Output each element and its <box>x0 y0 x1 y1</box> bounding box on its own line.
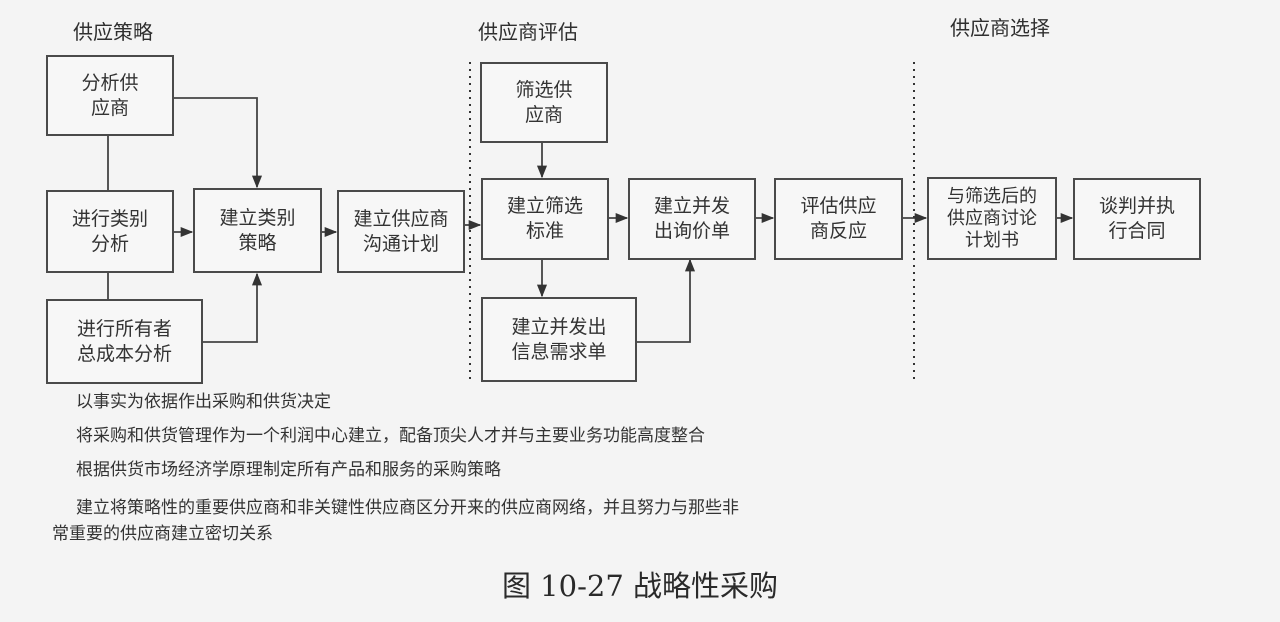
section-title-selection: 供应商选择 <box>950 16 1050 40</box>
box-screening-criteria: 建立筛选 标准 <box>481 178 609 260</box>
box-category-analysis-label: 进行类别 分析 <box>71 207 148 255</box>
box-issue-rfq-label: 建立并发 出询价单 <box>653 195 730 242</box>
section-title-strategy: 供应策略 <box>73 20 153 44</box>
box-category-strategy: 建立类别 策略 <box>193 188 322 273</box>
box-screen-suppliers: 筛选供 应商 <box>480 62 608 143</box>
box-category-strategy-label: 建立类别 策略 <box>219 206 296 254</box>
arrow-rfi-to-rfq <box>637 258 696 343</box>
box-discussion-plan-label: 与筛选后的 供应商讨论 计划书 <box>947 185 1037 251</box>
note-line-5: 常重要的供应商建立密切关系 <box>52 524 273 544</box>
box-screen-suppliers-label: 筛选供 应商 <box>515 78 573 126</box>
note-line-3: 根据供货市场经济学原理制定所有产品和服务的采购策略 <box>76 460 501 480</box>
box-discussion-plan: 与筛选后的 供应商讨论 计划书 <box>927 177 1057 260</box>
note-line-1: 以事实为依据作出采购和供货决定 <box>76 392 331 412</box>
section-title-evaluation: 供应商评估 <box>478 20 578 44</box>
box-screening-criteria-label: 建立筛选 标准 <box>506 195 583 242</box>
box-evaluate-response: 评估供应 商反应 <box>774 178 903 260</box>
box-issue-rfq: 建立并发 出询价单 <box>628 178 756 260</box>
note-line-4: 建立将策略性的重要供应商和非关键性供应商区分开来的供应商网络，并且努力与那些非 <box>76 498 739 518</box>
box-communication-plan: 建立供应商 沟通计划 <box>337 190 465 273</box>
box-evaluate-response-label: 评估供应 商反应 <box>800 195 877 242</box>
note-line-2: 将采购和供货管理作为一个利润中心建立，配备顶尖人才并与主要业务功能高度整合 <box>76 426 705 446</box>
arrow-tco-to-strategy <box>202 272 263 343</box>
box-analyze-suppliers-label: 分析供 应商 <box>81 71 139 119</box>
box-communication-plan-label: 建立供应商 沟通计划 <box>353 207 449 255</box>
arrow-analyze-to-strategy <box>173 97 263 189</box>
box-analyze-suppliers: 分析供 应商 <box>46 55 174 136</box>
figure-caption: 图 10-27 战略性采购 <box>501 569 779 603</box>
box-tco-analysis: 进行所有者 总成本分析 <box>46 299 203 384</box>
box-category-analysis: 进行类别 分析 <box>46 190 174 273</box>
box-tco-analysis-label: 进行所有者 总成本分析 <box>76 317 172 365</box>
box-issue-rfi-label: 建立并发出 信息需求单 <box>511 315 607 363</box>
box-issue-rfi: 建立并发出 信息需求单 <box>481 297 637 382</box>
box-negotiate-contract-label: 谈判并执 行合同 <box>1098 195 1175 242</box>
box-negotiate-contract: 谈判并执 行合同 <box>1073 178 1201 260</box>
